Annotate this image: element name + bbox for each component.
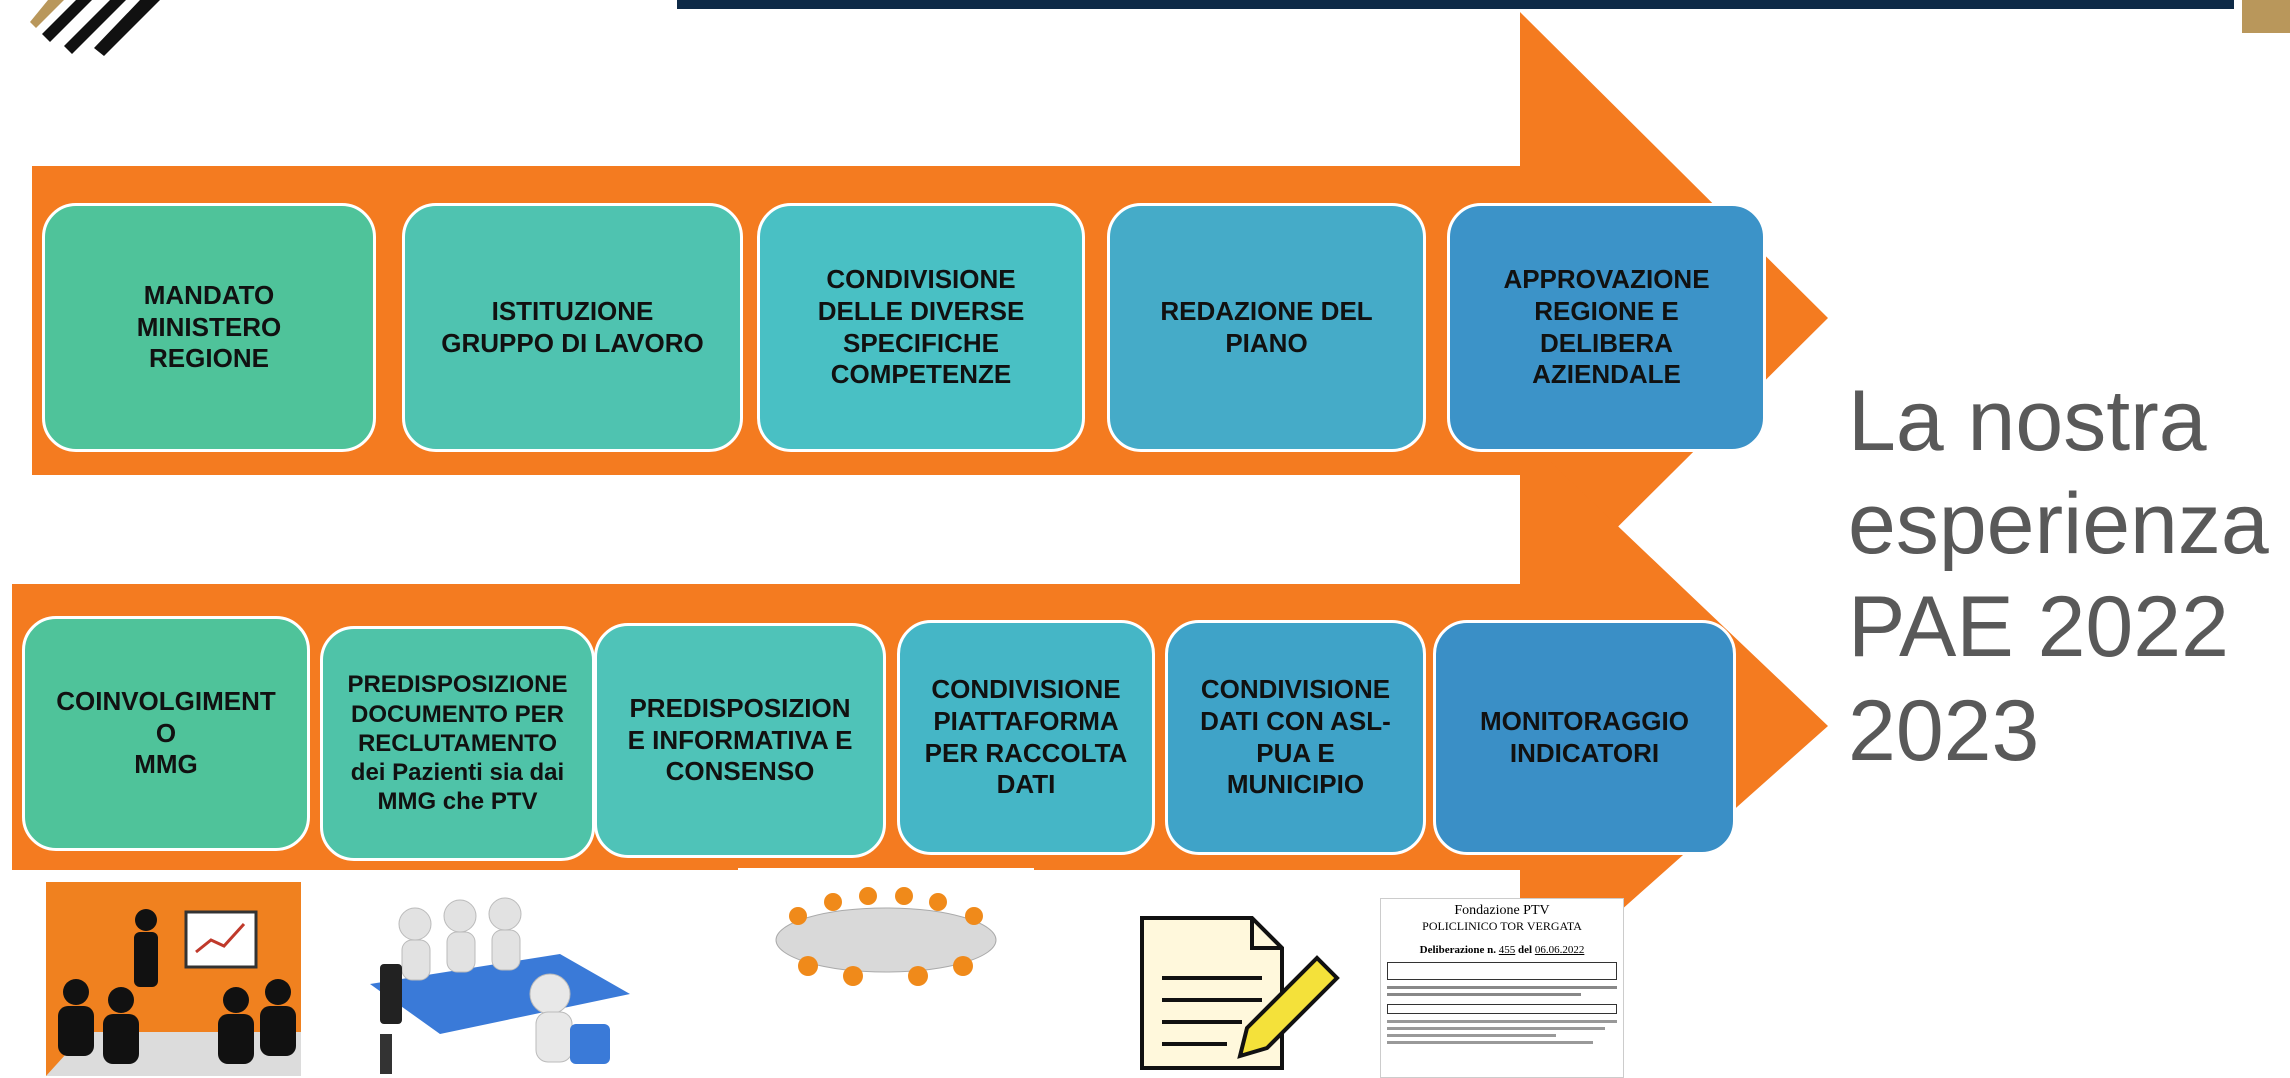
step-condivisione-piattaforma: CONDIVISIONE PIATTAFORMA PER RACCOLTA DA…: [897, 620, 1155, 855]
headline: La nostra esperienza PAE 2022 2023: [1848, 373, 2269, 779]
step-coinvolgimento: COINVOLGIMENT O MMG: [22, 616, 310, 851]
step-predisposizione-informativa: PREDISPOSIZION E INFORMATIVA E CONSENSO: [594, 623, 886, 858]
step-redazione: REDAZIONE DEL PIANO: [1107, 203, 1426, 452]
document-org: Fondazione PTV: [1454, 903, 1550, 918]
document-pencil-icon: [1140, 916, 1340, 1070]
step-predisposizione-documento: PREDISPOSIZIONE DOCUMENTO PER RECLUTAMEN…: [320, 626, 595, 861]
team-table-image: [360, 884, 640, 1076]
step-istituzione: ISTITUZIONE GRUPPO DI LAVORO: [402, 203, 743, 452]
top-bar: [677, 0, 2234, 9]
delibera-document-image: Fondazione PTV POLICLINICO TOR VERGATA D…: [1380, 898, 1624, 1078]
step-mandato: MANDATO MINISTERO REGIONE: [42, 203, 376, 452]
meeting-presentation-image: [46, 882, 301, 1076]
document-name: POLICLINICO TOR VERGATA: [1422, 919, 1582, 933]
round-table-image: [738, 868, 1034, 993]
corner-accent: [2242, 0, 2290, 33]
step-condivisione-dati: CONDIVISIONE DATI CON ASL- PUA E MUNICIP…: [1165, 620, 1426, 855]
step-condivisione-competenze: CONDIVISIONE DELLE DIVERSE SPECIFICHE CO…: [757, 203, 1085, 452]
document-delibera-line: Deliberazione n. 455 del 06.06.2022: [1419, 944, 1585, 956]
step-approvazione: APPROVAZIONE REGIONE E DELIBERA AZIENDAL…: [1447, 203, 1766, 452]
logo-stripes: [30, 0, 160, 56]
step-monitoraggio: MONITORAGGIO INDICATORI: [1433, 620, 1736, 855]
